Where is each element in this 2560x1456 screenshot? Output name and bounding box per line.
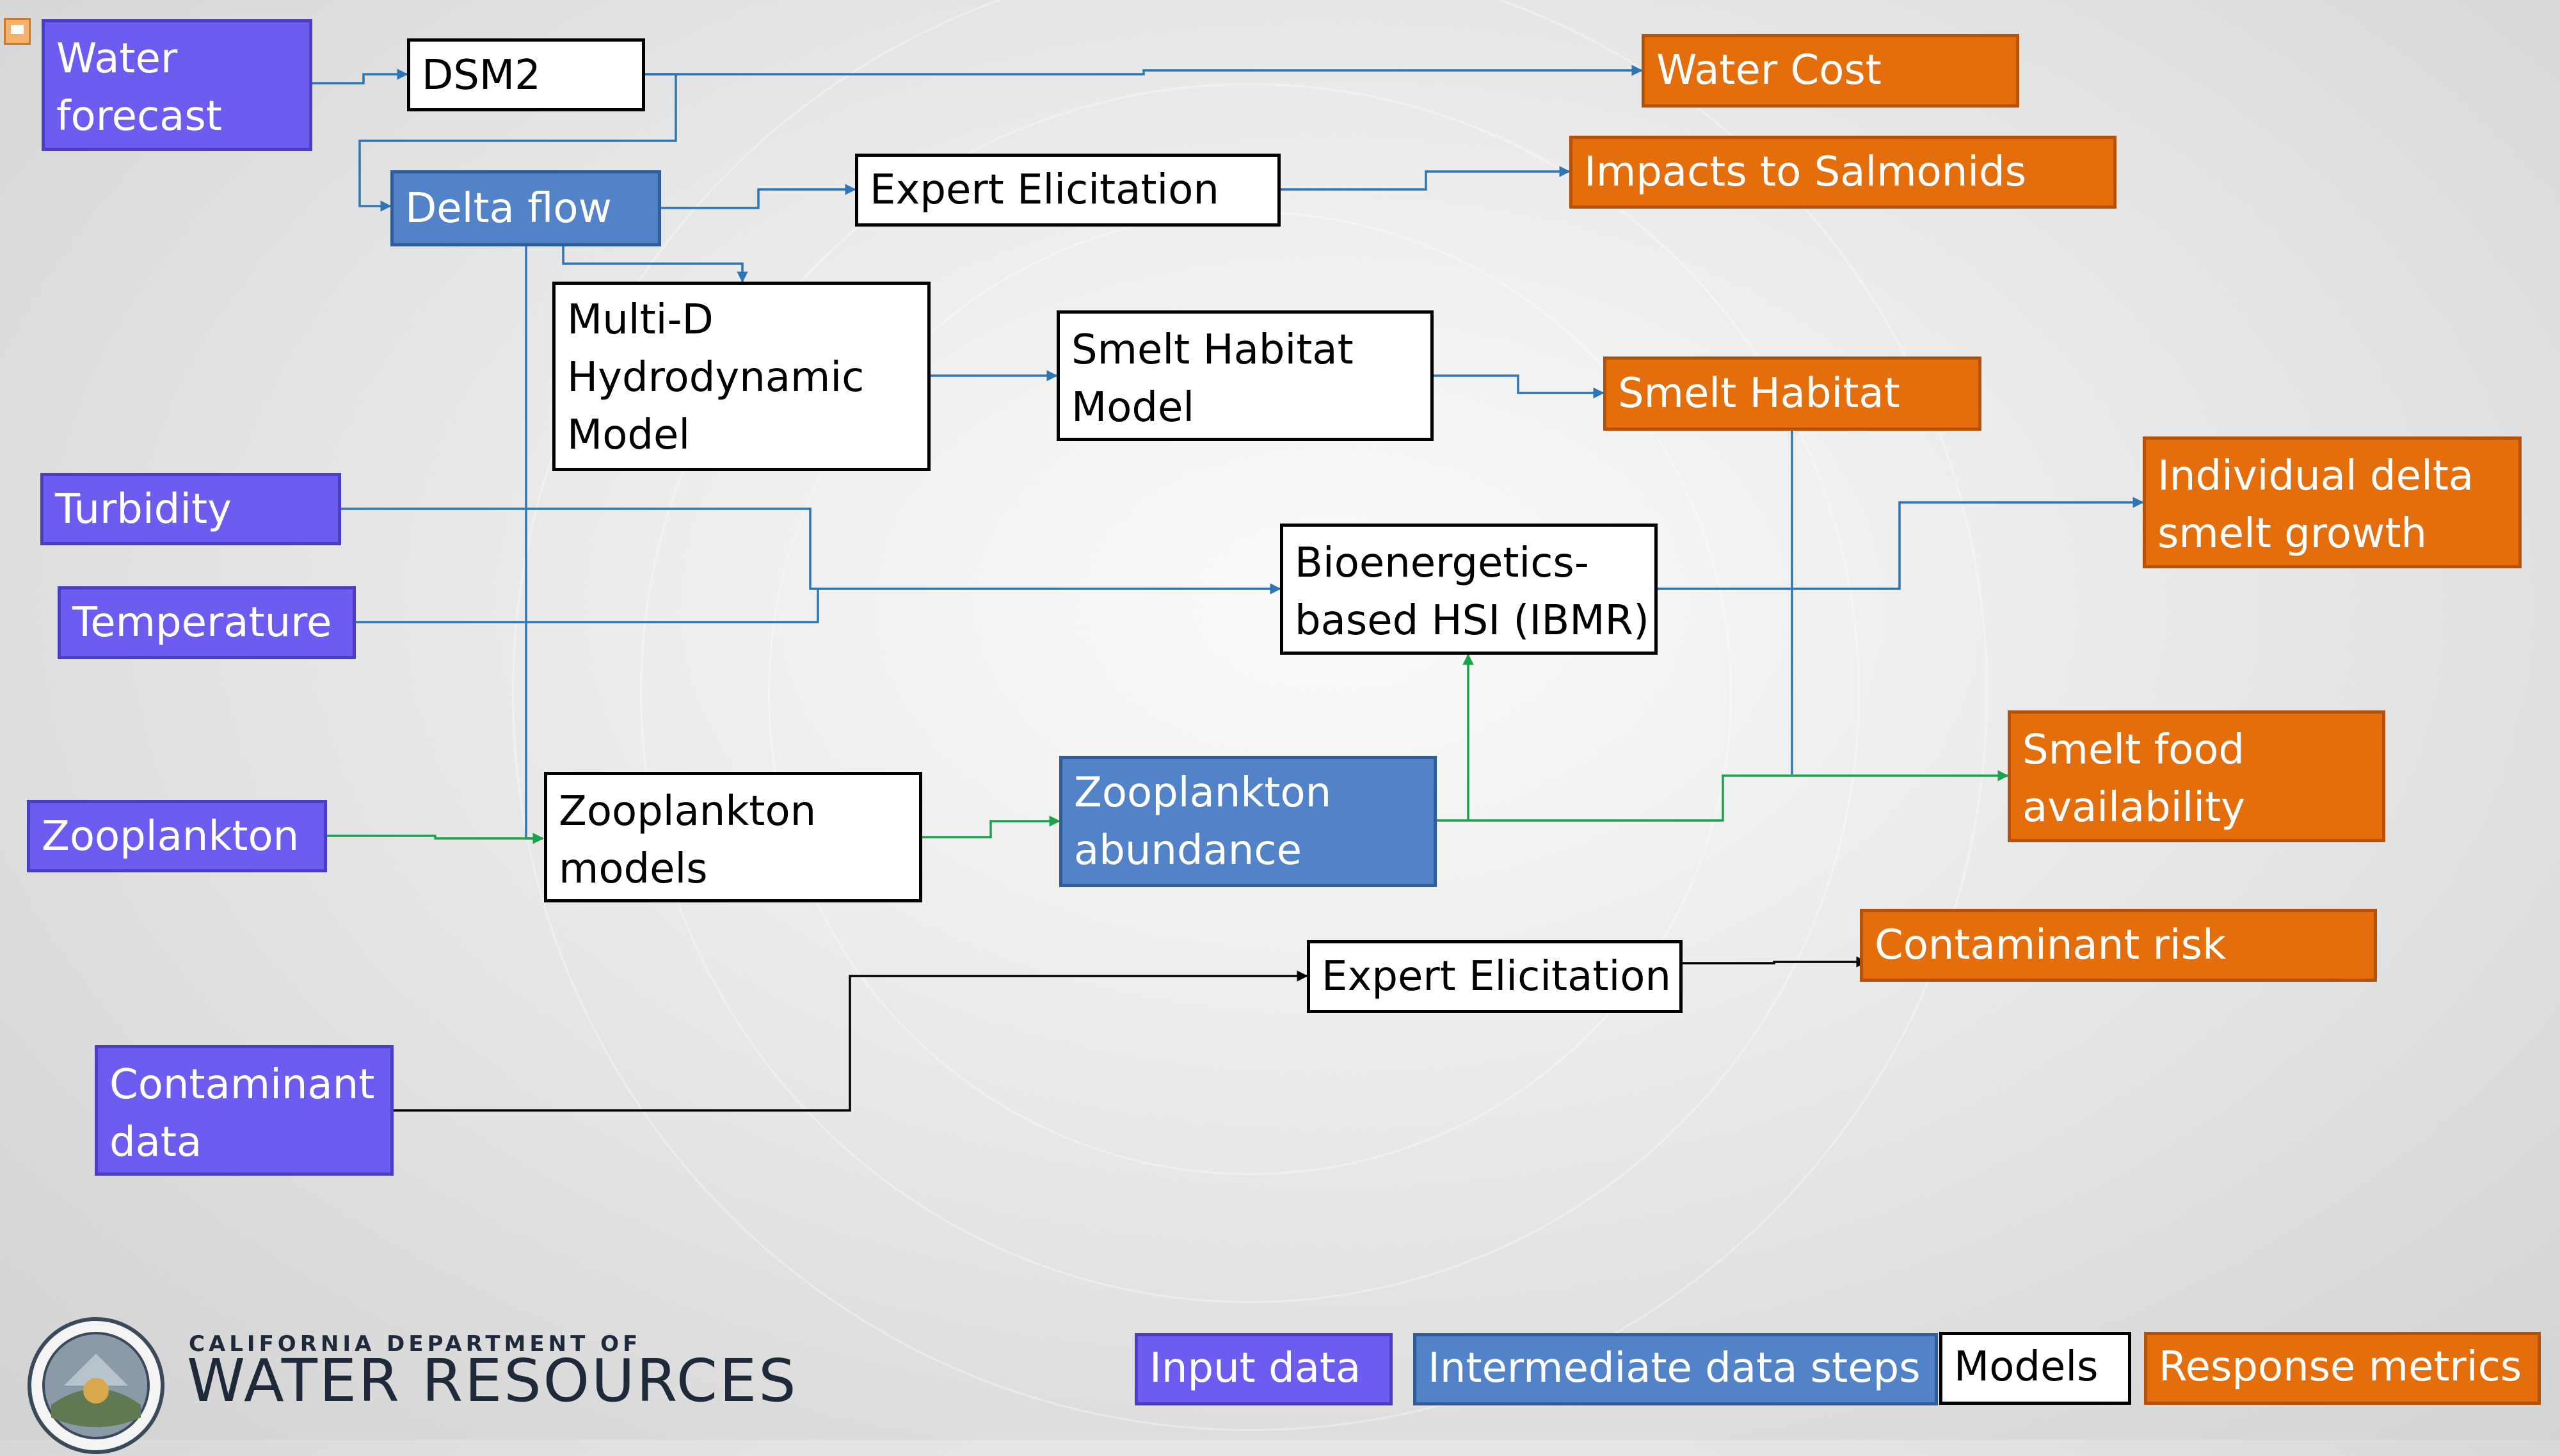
node-contaminant-risk[interactable]: Contaminant risk (1860, 909, 2377, 982)
link-smeltmodel-smelthabitat (1434, 374, 1604, 399)
legend-models: Models (1939, 1332, 2131, 1405)
node-smelt-food-availability[interactable]: Smelt food availability (2008, 710, 2385, 842)
node-temperature[interactable]: Temperature (58, 586, 356, 659)
link-contaminant-expert2 (394, 970, 1308, 1112)
node-individual-delta-smelt-growth[interactable]: Individual delta smelt growth (2143, 436, 2522, 568)
link-dsm2-watercost (645, 65, 1643, 76)
node-water-forecast[interactable]: Water forecast (42, 19, 312, 151)
node-bioenergetics-hsi[interactable]: Bioenergetics- based HSI (IBMR) (1280, 524, 1658, 655)
node-delta-flow[interactable]: Delta flow (390, 170, 661, 246)
node-contaminant-data[interactable]: Contaminant data (95, 1045, 394, 1176)
node-turbidity[interactable]: Turbidity (40, 473, 341, 545)
node-multi-d-hydrodynamic-model[interactable]: Multi-D Hydrodynamic Model (552, 282, 931, 471)
node-zooplankton[interactable]: Zooplankton (27, 800, 327, 872)
node-smelt-habitat-model[interactable]: Smelt Habitat Model (1057, 310, 1434, 441)
node-zooplankton-abundance[interactable]: Zooplankton abundance (1059, 756, 1437, 887)
link-bioenergetics-growth (1658, 497, 2144, 590)
link-deltaflow-expert1 (661, 184, 856, 209)
node-water-cost[interactable]: Water Cost (1642, 34, 2019, 108)
legend-input-data: Input data (1135, 1333, 1393, 1405)
link-deltaflow-zoomodels (525, 246, 544, 844)
link-deltaflow-multid (562, 246, 748, 283)
link-temperature-bioenergetics (356, 589, 819, 623)
link-zooplankton-zoomodels (327, 833, 544, 844)
link-expert1-salmonids (1281, 166, 1571, 191)
node-zooplankton-models[interactable]: Zooplankton models (544, 772, 922, 902)
comment-note-icon[interactable] (4, 18, 31, 45)
link-turbidity-bioenergetics (341, 508, 1281, 595)
node-smelt-habitat[interactable]: Smelt Habitat (1603, 356, 1981, 431)
legend-intermediate-data-steps: Intermediate data steps (1413, 1333, 1938, 1405)
link-forecast-dsm2 (312, 68, 408, 84)
node-impacts-salmonids[interactable]: Impacts to Salmonids (1569, 136, 2116, 209)
dwr-seal-icon (28, 1317, 164, 1454)
link-dsm2-deltaflow (358, 73, 677, 212)
node-expert-elicitation-2[interactable]: Expert Elicitation (1307, 940, 1683, 1013)
logo-agency-name: WATER RESOURCES (187, 1347, 798, 1415)
link-zoomodels-abundance (922, 815, 1060, 838)
node-dsm2[interactable]: DSM2 (407, 38, 645, 111)
legend-response-metrics: Response metrics (2144, 1332, 2541, 1405)
link-abundance-food (1437, 770, 2009, 822)
link-expert2-risk (1683, 956, 1868, 968)
node-expert-elicitation-1[interactable]: Expert Elicitation (855, 154, 1281, 227)
logo-department-label: CALIFORNIA DEPARTMENT OF (189, 1331, 642, 1357)
